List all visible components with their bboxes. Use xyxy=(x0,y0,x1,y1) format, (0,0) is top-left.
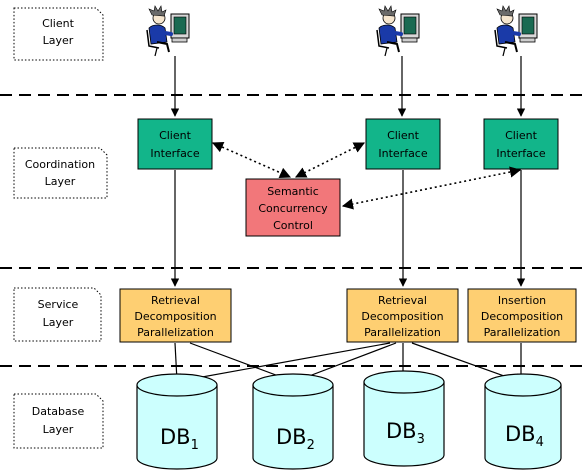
service-db-arrows xyxy=(172,342,526,384)
client-layer-line2: Layer xyxy=(43,34,74,47)
concurrency-line2: Concurrency xyxy=(258,202,328,215)
database-layer-line1: Database xyxy=(32,405,85,418)
service-insertion: Insertion Decomposition Parallelization xyxy=(467,288,577,343)
service-layer-line1: Service xyxy=(38,298,79,311)
user-arrows xyxy=(170,56,526,117)
db-4-label: DB4 xyxy=(505,422,544,450)
arrow-service2-db2 xyxy=(295,342,397,383)
database-3: DB3 xyxy=(363,370,445,467)
client-interface-2-line2: Interface xyxy=(378,147,427,160)
user-3-icon xyxy=(493,4,539,58)
layer-label-database: Database Layer xyxy=(13,393,104,449)
db-1-label: DB1 xyxy=(160,425,199,453)
concurrency-links xyxy=(211,141,522,210)
client-interface-2-line1: Client xyxy=(387,129,420,142)
concurrency-line1: Semantic xyxy=(267,185,319,198)
client-interface-3-line1: Client xyxy=(505,129,538,142)
db-3-label: DB3 xyxy=(386,419,425,447)
db-2-label: DB2 xyxy=(276,425,315,453)
service-1-line3: Parallelization xyxy=(137,326,214,339)
client-interface-1: Client Interface xyxy=(137,118,213,170)
arrow-service2-db4 xyxy=(411,342,519,383)
database-2: DB2 xyxy=(252,373,334,470)
client-interface-3: Client Interface xyxy=(483,118,559,170)
link-interface1-concurrency xyxy=(211,141,292,179)
semantic-concurrency-control: Semantic Concurrency Control xyxy=(245,178,341,237)
service-2-line2: Decomposition xyxy=(361,310,443,323)
database-layer-line2: Layer xyxy=(43,423,74,436)
user-2-icon xyxy=(375,4,421,58)
layer-label-service: Service Layer xyxy=(13,287,102,342)
service-2-line3: Parallelization xyxy=(364,326,441,339)
database-1: DB1 xyxy=(136,373,218,470)
layer-label-client: Client Layer xyxy=(13,7,104,61)
service-retrieval-2: Retrieval Decomposition Parallelization xyxy=(346,288,459,343)
layer-label-coordination: Coordination Layer xyxy=(13,147,108,199)
client-interface-1-line2: Interface xyxy=(150,147,199,160)
coordination-layer-line1: Coordination xyxy=(25,158,95,171)
layer-dividers xyxy=(0,94,582,367)
interface-arrows xyxy=(170,170,526,287)
service-3-line3: Parallelization xyxy=(484,326,561,339)
concurrency-line3: Control xyxy=(273,219,313,232)
client-interface-1-line1: Client xyxy=(159,129,192,142)
service-1-line1: Retrieval xyxy=(151,294,200,307)
service-2-line1: Retrieval xyxy=(378,294,427,307)
client-interface-2: Client Interface xyxy=(365,118,441,170)
database-4: DB4 xyxy=(484,373,562,470)
user-1-icon xyxy=(145,4,191,58)
link-interface3-concurrency xyxy=(341,166,522,210)
service-layer-line2: Layer xyxy=(43,316,74,329)
service-1-line2: Decomposition xyxy=(134,310,216,323)
arrow-service2-db1 xyxy=(179,342,391,384)
service-3-line2: Decomposition xyxy=(481,310,563,323)
client-interface-3-line2: Interface xyxy=(496,147,545,160)
coordination-layer-line2: Layer xyxy=(45,175,76,188)
client-layer-line1: Client xyxy=(42,17,75,30)
service-3-line1: Insertion xyxy=(498,294,546,307)
service-retrieval-1: Retrieval Decomposition Parallelization xyxy=(119,288,232,343)
link-interface2-concurrency xyxy=(294,142,366,178)
